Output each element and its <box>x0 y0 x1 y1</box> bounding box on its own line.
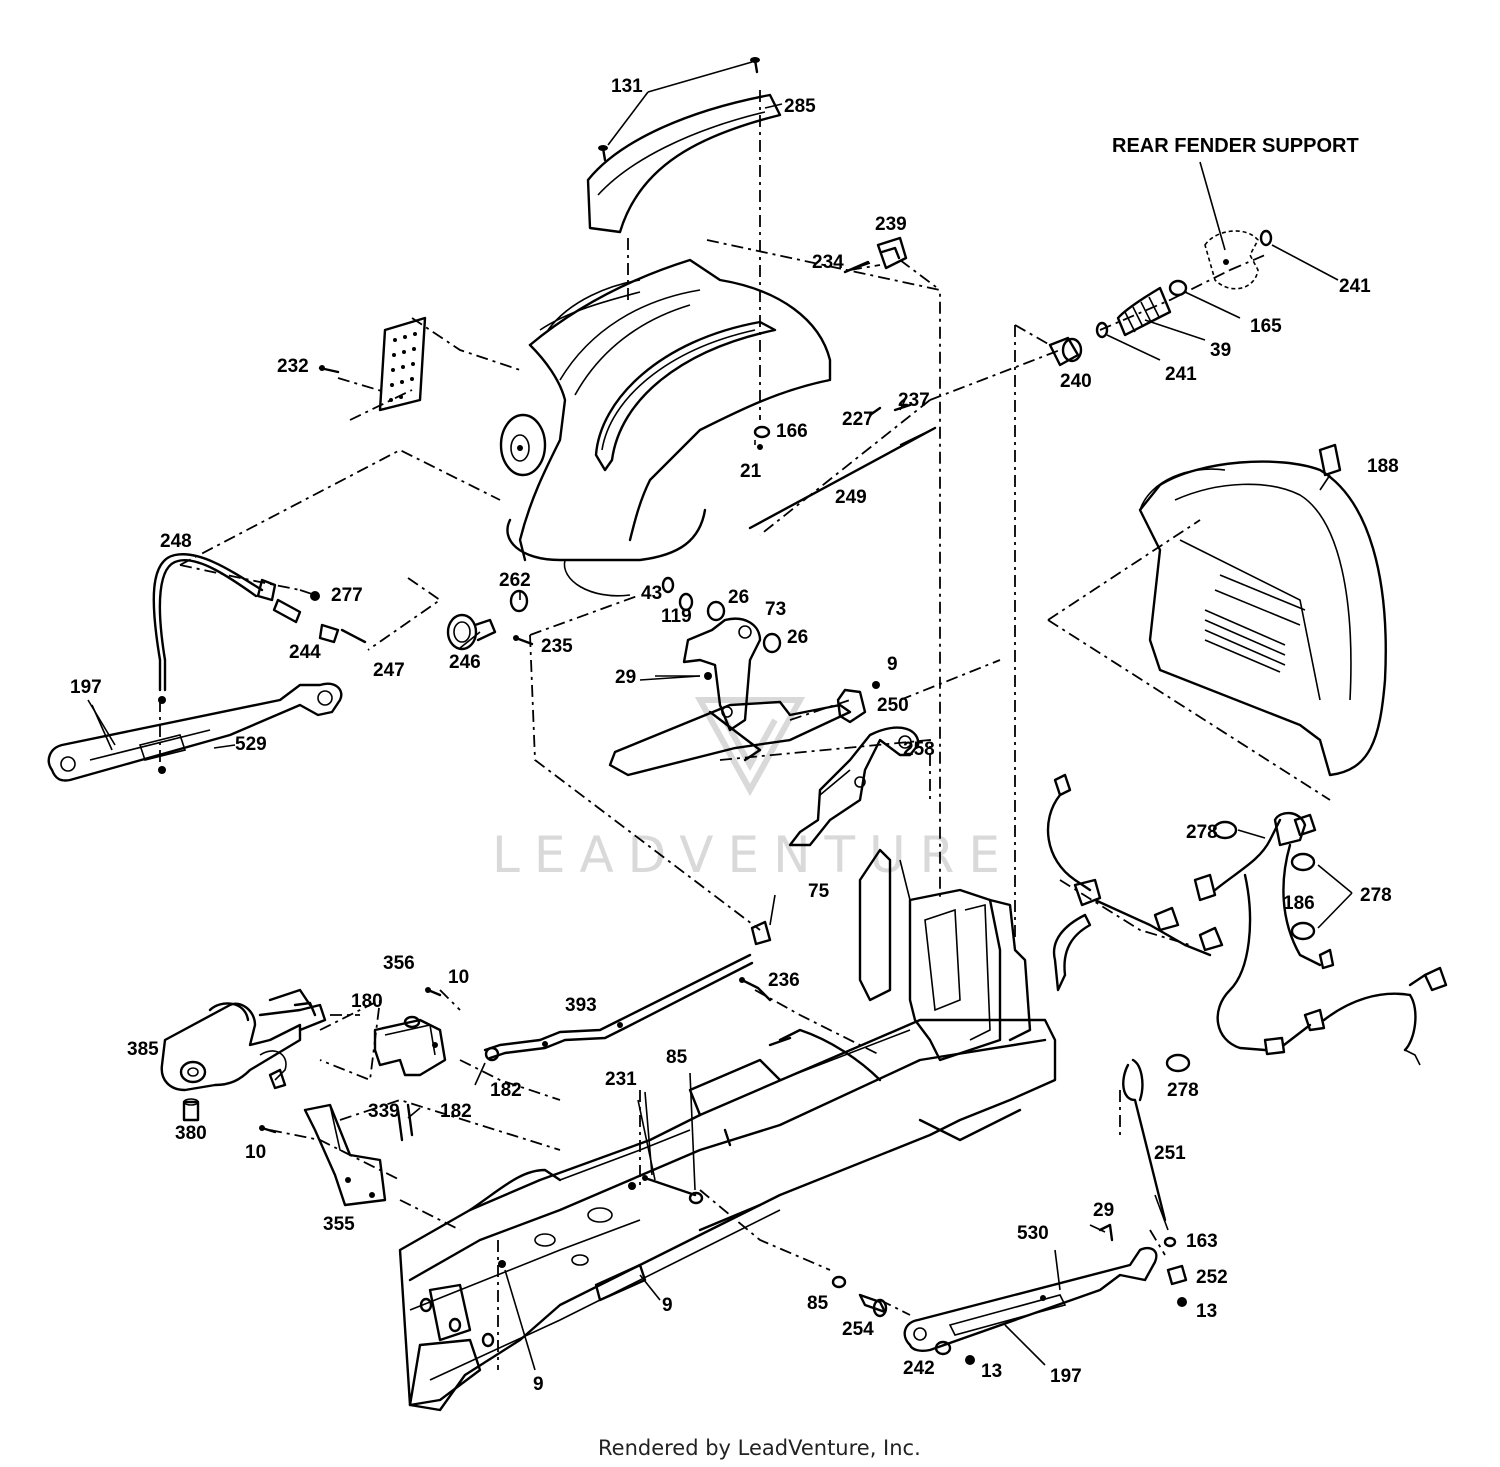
nut-166 <box>753 425 771 450</box>
footer-credit: Rendered by LeadVenture, Inc. <box>598 1436 921 1460</box>
label-232: 232 <box>277 356 309 377</box>
label-251: 251 <box>1154 1143 1186 1164</box>
label-85-b: 85 <box>807 1293 829 1314</box>
screw-131 <box>598 57 760 162</box>
rear-fender-support <box>1048 161 1339 367</box>
label-227: 227 <box>842 409 874 430</box>
rod-393 <box>483 953 754 1062</box>
bolt-231 <box>637 1099 704 1205</box>
lift-handle-left <box>47 553 367 782</box>
label-242: 242 <box>903 1358 935 1379</box>
rear-body <box>1138 443 1387 777</box>
label-356: 356 <box>383 953 415 974</box>
label-182-a: 182 <box>490 1080 522 1101</box>
label-278-b: 278 <box>1360 885 1392 906</box>
label-278-c: 278 <box>1167 1080 1199 1101</box>
label-250: 250 <box>877 695 909 716</box>
label-26-b: 26 <box>787 627 808 648</box>
pin-254 <box>831 1275 975 1365</box>
label-385: 385 <box>127 1039 159 1060</box>
label-73: 73 <box>765 599 786 620</box>
label-529: 529 <box>235 734 267 755</box>
label-246: 246 <box>449 652 481 673</box>
label-235: 235 <box>541 636 573 657</box>
callout-rear-fender-support: REAR FENDER SUPPORT <box>1112 135 1359 157</box>
label-248: 248 <box>160 531 192 552</box>
label-254: 254 <box>842 1319 874 1340</box>
label-43: 43 <box>641 583 662 604</box>
label-236: 236 <box>768 970 800 991</box>
label-75: 75 <box>808 881 830 902</box>
bolt-75 <box>739 920 772 1002</box>
label-9-a: 9 <box>887 654 898 675</box>
label-188: 188 <box>1367 456 1399 477</box>
label-26-a: 26 <box>728 587 749 608</box>
label-234: 234 <box>812 252 844 273</box>
label-240: 240 <box>1060 371 1092 392</box>
label-10-b: 10 <box>245 1142 266 1163</box>
label-29-a: 29 <box>615 667 636 688</box>
label-29-b: 29 <box>1093 1200 1114 1221</box>
label-163: 163 <box>1186 1231 1218 1252</box>
label-249: 249 <box>835 487 867 508</box>
label-339: 339 <box>368 1101 400 1122</box>
label-197-a: 197 <box>70 677 102 698</box>
bracket-355 <box>259 1103 414 1207</box>
bracket-356 <box>373 987 447 1077</box>
fender-assembly <box>499 93 832 597</box>
lift-handle-right <box>903 1058 1188 1352</box>
watermark-logo <box>694 697 806 797</box>
label-237: 237 <box>898 390 930 411</box>
knob-246 <box>446 589 534 651</box>
label-258: 258 <box>903 739 935 760</box>
watermark: LEADVENTURE <box>492 826 1014 884</box>
label-380: 380 <box>175 1123 207 1144</box>
label-9-c: 9 <box>533 1374 544 1395</box>
label-10-a: 10 <box>448 967 469 988</box>
label-119: 119 <box>661 606 692 627</box>
label-39: 39 <box>1210 340 1231 361</box>
lift-shaft-258 <box>608 681 920 847</box>
label-85-a: 85 <box>666 1047 688 1068</box>
label-278-a: 278 <box>1186 822 1218 843</box>
label-131: 131 <box>611 76 643 97</box>
decal-plate <box>318 316 427 412</box>
label-9-b: 9 <box>662 1295 673 1316</box>
label-182-b: 182 <box>440 1101 472 1122</box>
label-239: 239 <box>875 214 907 235</box>
label-393: 393 <box>565 995 597 1016</box>
label-244: 244 <box>289 642 321 663</box>
label-262: 262 <box>499 570 531 591</box>
leader-lines <box>87 103 1106 1371</box>
label-252: 252 <box>1196 1267 1228 1288</box>
label-277: 277 <box>331 585 363 606</box>
label-13-b: 13 <box>981 1361 1002 1382</box>
wiring-harness <box>1046 773 1448 1073</box>
label-180: 180 <box>351 991 383 1012</box>
label-21: 21 <box>740 461 762 482</box>
label-165: 165 <box>1250 316 1282 337</box>
label-247: 247 <box>373 660 405 681</box>
label-186: 186 <box>1283 893 1315 914</box>
rod-249 <box>748 403 937 530</box>
actuator-385 <box>160 988 327 1122</box>
label-355: 355 <box>323 1214 355 1235</box>
clip-239 <box>843 236 908 274</box>
label-197-b: 197 <box>1050 1366 1082 1387</box>
label-166: 166 <box>776 421 808 442</box>
lift-bracket <box>655 576 782 732</box>
label-285: 285 <box>784 96 816 117</box>
label-241-a: 241 <box>1339 276 1371 297</box>
label-13-a: 13 <box>1196 1301 1217 1322</box>
label-231: 231 <box>605 1069 637 1090</box>
label-530: 530 <box>1017 1223 1049 1244</box>
callout-labels: REAR FENDER SUPPORT 131 285 239 234 241 … <box>70 76 1399 1395</box>
label-241-b: 241 <box>1165 364 1197 385</box>
